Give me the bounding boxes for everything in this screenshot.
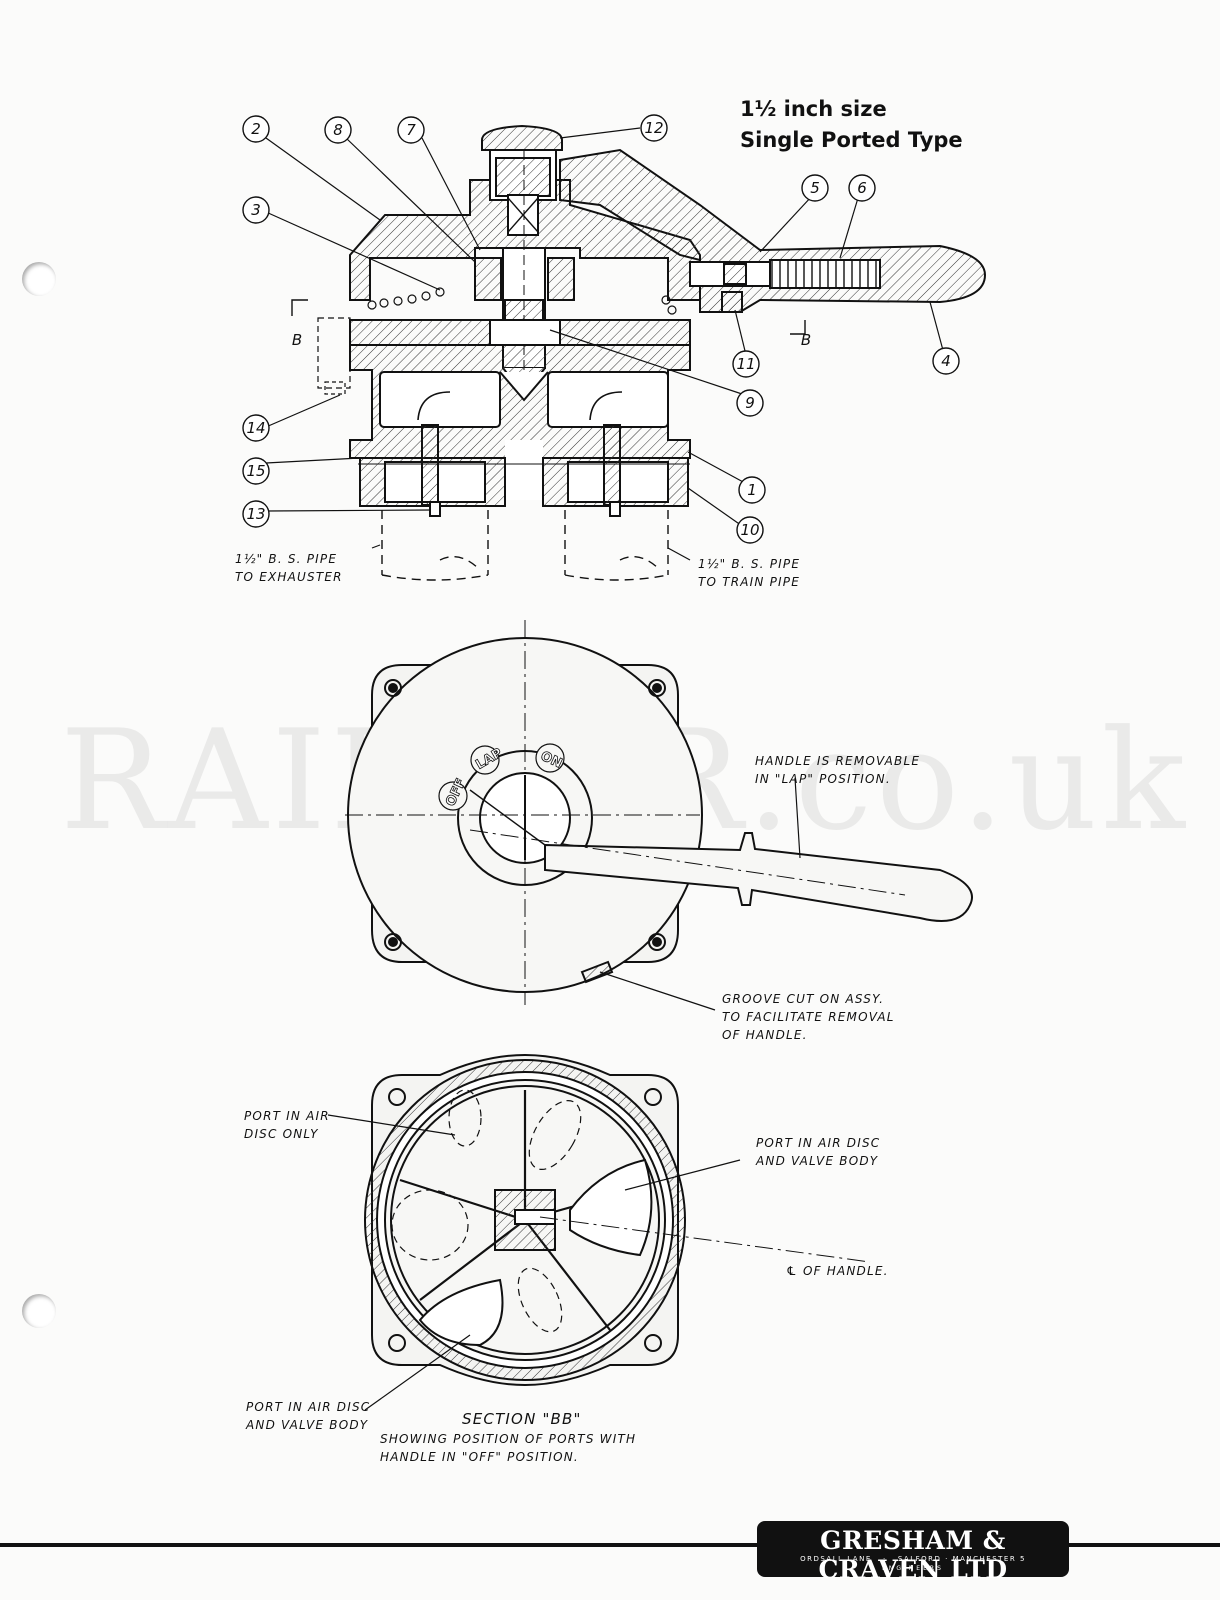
logo-name: GRESHAM & CRAVEN LTD [818,1526,1008,1584]
note-pipe-train: 1½" B. S. PIPE TO TRAIN PIPE [698,557,801,589]
callout-4 [932,347,960,375]
note-handle-removable: HANDLE IS REMOVABLE IN "LAP" POSITION. [755,754,921,786]
callout-7-label: 7 [406,121,416,139]
callout-1-label: 1 [747,481,757,499]
callout-6 [848,174,876,202]
title-type: Single Ported Type [740,128,963,152]
callout-11-label: 11 [736,355,755,373]
callout-13 [242,500,270,528]
note-cl-handle: ℄ OF HANDLE. [786,1264,889,1278]
callout-12-label: 12 [644,119,663,137]
part-callouts [242,114,960,544]
callout-1 [738,476,766,504]
logo-address: ORDSALL LANE · SALFORD · MANCHESTER 5 [800,1555,1026,1563]
callout-5 [801,174,829,202]
drawing-title: 1½ inch size Single Ported Type [740,94,963,156]
note-port-disc-only: PORT IN AIR DISC ONLY [244,1109,330,1141]
callout-2 [242,115,270,143]
company-logo: GRESHAM & CRAVEN LTD ORDSALL LANE · SALF… [757,1521,1069,1584]
callout-11 [732,350,760,378]
callout-3-label: 3 [251,201,261,219]
bottom-rule [0,1543,1220,1547]
callout-9-label: 9 [745,394,755,412]
callout-8 [324,116,352,144]
note-port-disc-valve-right: PORT IN AIR DISC AND VALVE BODY [756,1136,881,1168]
callout-8-label: 8 [333,121,343,139]
note-groove: GROOVE CUT ON ASSY. TO FACILITATE REMOVA… [722,992,895,1042]
callout-7 [397,116,425,144]
callout-15-label: 15 [246,462,265,480]
punch-hole-top [22,262,56,296]
callout-2-label: 2 [251,120,261,138]
callout-14 [242,414,270,442]
callout-12 [640,114,668,142]
plan-view [345,620,973,1011]
callout-10-label: 10 [740,521,759,539]
callout-3 [242,196,270,224]
callout-14-label: 14 [246,419,265,437]
section-bb-view [327,1053,871,1411]
callout-15 [242,457,270,485]
callout-10 [736,516,764,544]
callout-4-label: 4 [941,352,951,370]
section-marker-right: B [801,331,811,349]
section-bb-title: SECTION "BB" [462,1410,582,1428]
note-pipe-exhauster: 1½" B. S. PIPE TO EXHAUSTER [235,552,343,584]
punch-hole-bottom [22,1294,56,1328]
note-port-disc-valve-left: PORT IN AIR DISC AND VALVE BODY [246,1400,371,1432]
logo-subtitle: ENGINEERS [882,1565,944,1572]
sectional-elevation [291,124,987,581]
callout-6-label: 6 [857,179,867,197]
callout-13-label: 13 [246,505,265,523]
callout-5-label: 5 [810,179,820,197]
section-marker-left: B [292,331,302,349]
callout-9 [736,389,764,417]
title-size: 1½ inch size [740,97,887,121]
section-bb-caption: SHOWING POSITION OF PORTS WITH HANDLE IN… [380,1432,637,1464]
